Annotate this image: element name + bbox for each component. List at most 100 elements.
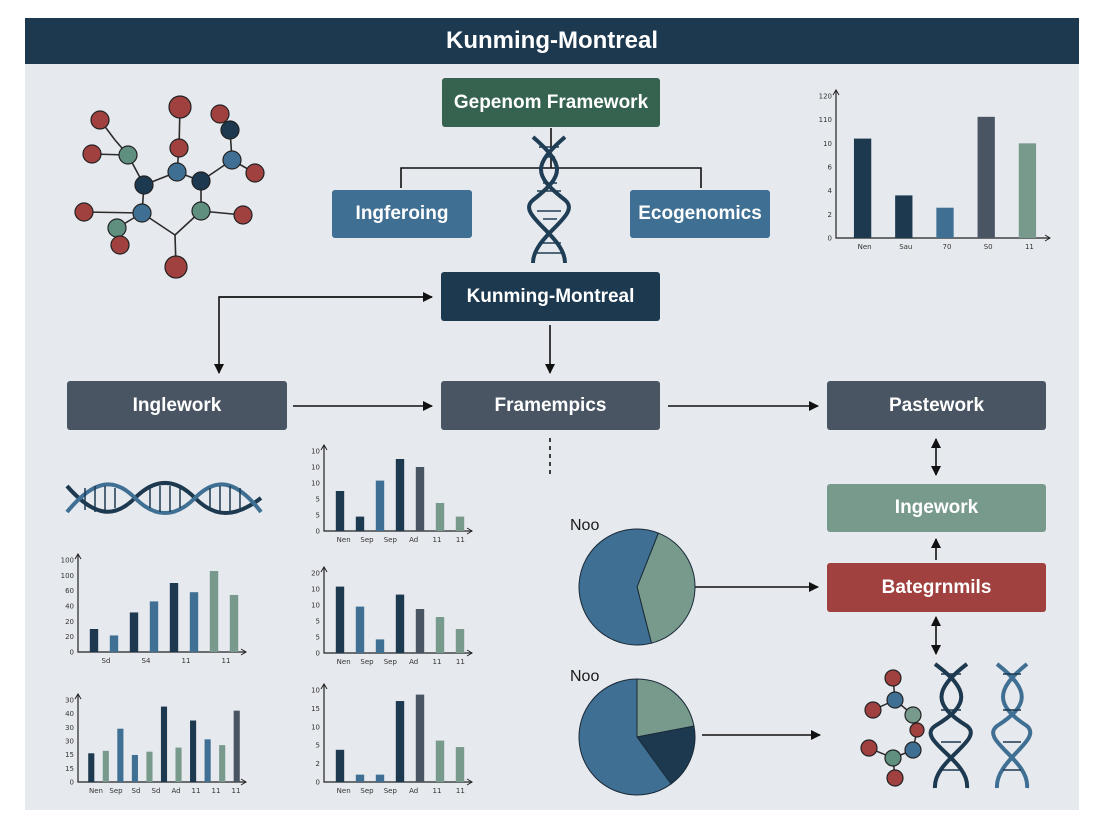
x-tick-label: Sep [384,787,398,795]
chart-bar [169,583,179,652]
chart-bar [335,491,345,531]
y-tick-label: 5 [316,634,320,642]
x-tick-label: Nen [337,658,351,666]
chart-bar [160,706,168,782]
y-tick-label: 30 [65,738,74,746]
pie-slice [636,678,695,738]
x-tick-label: 11 [212,787,221,795]
chart-bar [189,592,199,652]
molecule-dna-illustration [860,662,1033,789]
chart-bar [455,629,465,653]
y-tick-label: 5 [316,742,320,750]
pie-label-1: Noo [570,517,600,534]
y-tick-label: 20 [65,618,74,626]
x-tick-label: S4 [142,657,151,665]
x-tick-label: Nen [337,787,351,795]
chart-bar [190,720,197,782]
x-tick-label: Nen [337,536,351,544]
y-tick-label: 15 [65,751,74,759]
y-tick-label: 110 [819,116,832,124]
x-tick-label: Sep [360,658,374,666]
x-tick-label: 11 [433,536,442,544]
chart-bar [233,710,240,782]
dna-helix-horizontal-icon [65,481,263,515]
y-tick-label: 5 [316,496,320,504]
y-tick-label: 10 [311,464,320,472]
chart-bar [415,467,425,531]
left-mid-box: Ingferoing [332,190,472,238]
chart-bar [209,571,219,652]
y-tick-label: 40 [65,603,74,611]
chart-bar [435,617,445,653]
chart-bar [355,516,365,531]
y-tick-label: 0 [70,779,74,787]
x-tick-label: 11 [456,658,465,666]
x-tick-label: 11 [182,657,191,665]
chart-bar [146,751,153,782]
y-tick-label: 20 [311,570,320,578]
chart-bar [395,459,405,531]
pie-chart-2 [578,678,696,796]
chart-bar [435,503,445,531]
dna-helix-icon [527,135,571,264]
chart-bar [895,195,913,238]
chart-bar [219,745,226,782]
chart-bar [335,749,345,782]
y-tick-label: 0 [70,649,74,657]
y-tick-label: 40 [65,710,74,718]
chart-bar [149,601,159,652]
chart-bar [109,635,119,652]
x-tick-label: 11 [433,658,442,666]
row-center-box: Framempics [441,381,660,430]
y-tick-label: 0 [316,528,320,536]
row-left-box: Inglework [67,381,287,430]
y-tick-label: 10 [311,687,320,695]
x-tick-label: Nen [89,787,103,795]
chart-bar [88,753,95,782]
x-tick-label: 70 [943,243,952,251]
x-tick-label: 11 [433,787,442,795]
chart-bar [395,594,405,653]
chart-bar [204,739,211,782]
chart-bar [977,116,995,238]
y-tick-label: 120 [819,93,832,101]
x-tick-label: Ad [409,787,418,795]
chart-bar [415,694,425,782]
y-tick-label: 20 [65,633,74,641]
chart-bar [229,594,239,652]
x-tick-label: Sd [132,787,141,795]
chart-bar [455,747,465,782]
y-tick-label: 0 [316,779,320,787]
x-tick-label: Sep [384,658,398,666]
right-mid-box: Ecogenomics [630,190,770,238]
x-tick-label: Sep [360,536,374,544]
y-tick-label: 2 [828,211,832,219]
y-tick-label: 100 [61,572,74,580]
y-tick-label: 30 [65,697,74,705]
x-tick-label: 11 [222,657,231,665]
pie-slice [578,678,672,796]
pie-slice [636,532,696,644]
right-third-box: Bategrnmils [827,563,1046,612]
y-tick-label: 4 [828,187,833,195]
center-box: Kunming-Montreal [441,272,660,321]
chart-bar [89,629,99,652]
x-tick-label: 11 [456,787,465,795]
x-tick-label: Ad [409,658,418,666]
chart-bar [102,750,109,782]
pie-label-2: Noo [570,668,600,685]
chart-bar [395,701,405,782]
right-second-box: Ingework [827,484,1046,532]
chart-bar [375,774,385,782]
y-tick-label: 60 [65,587,74,595]
chart-bar [853,138,872,238]
chart-axes [77,694,246,783]
y-tick-label: 10 [311,586,320,594]
pie-chart-1 [578,528,696,646]
x-tick-label: Sd [102,657,111,665]
